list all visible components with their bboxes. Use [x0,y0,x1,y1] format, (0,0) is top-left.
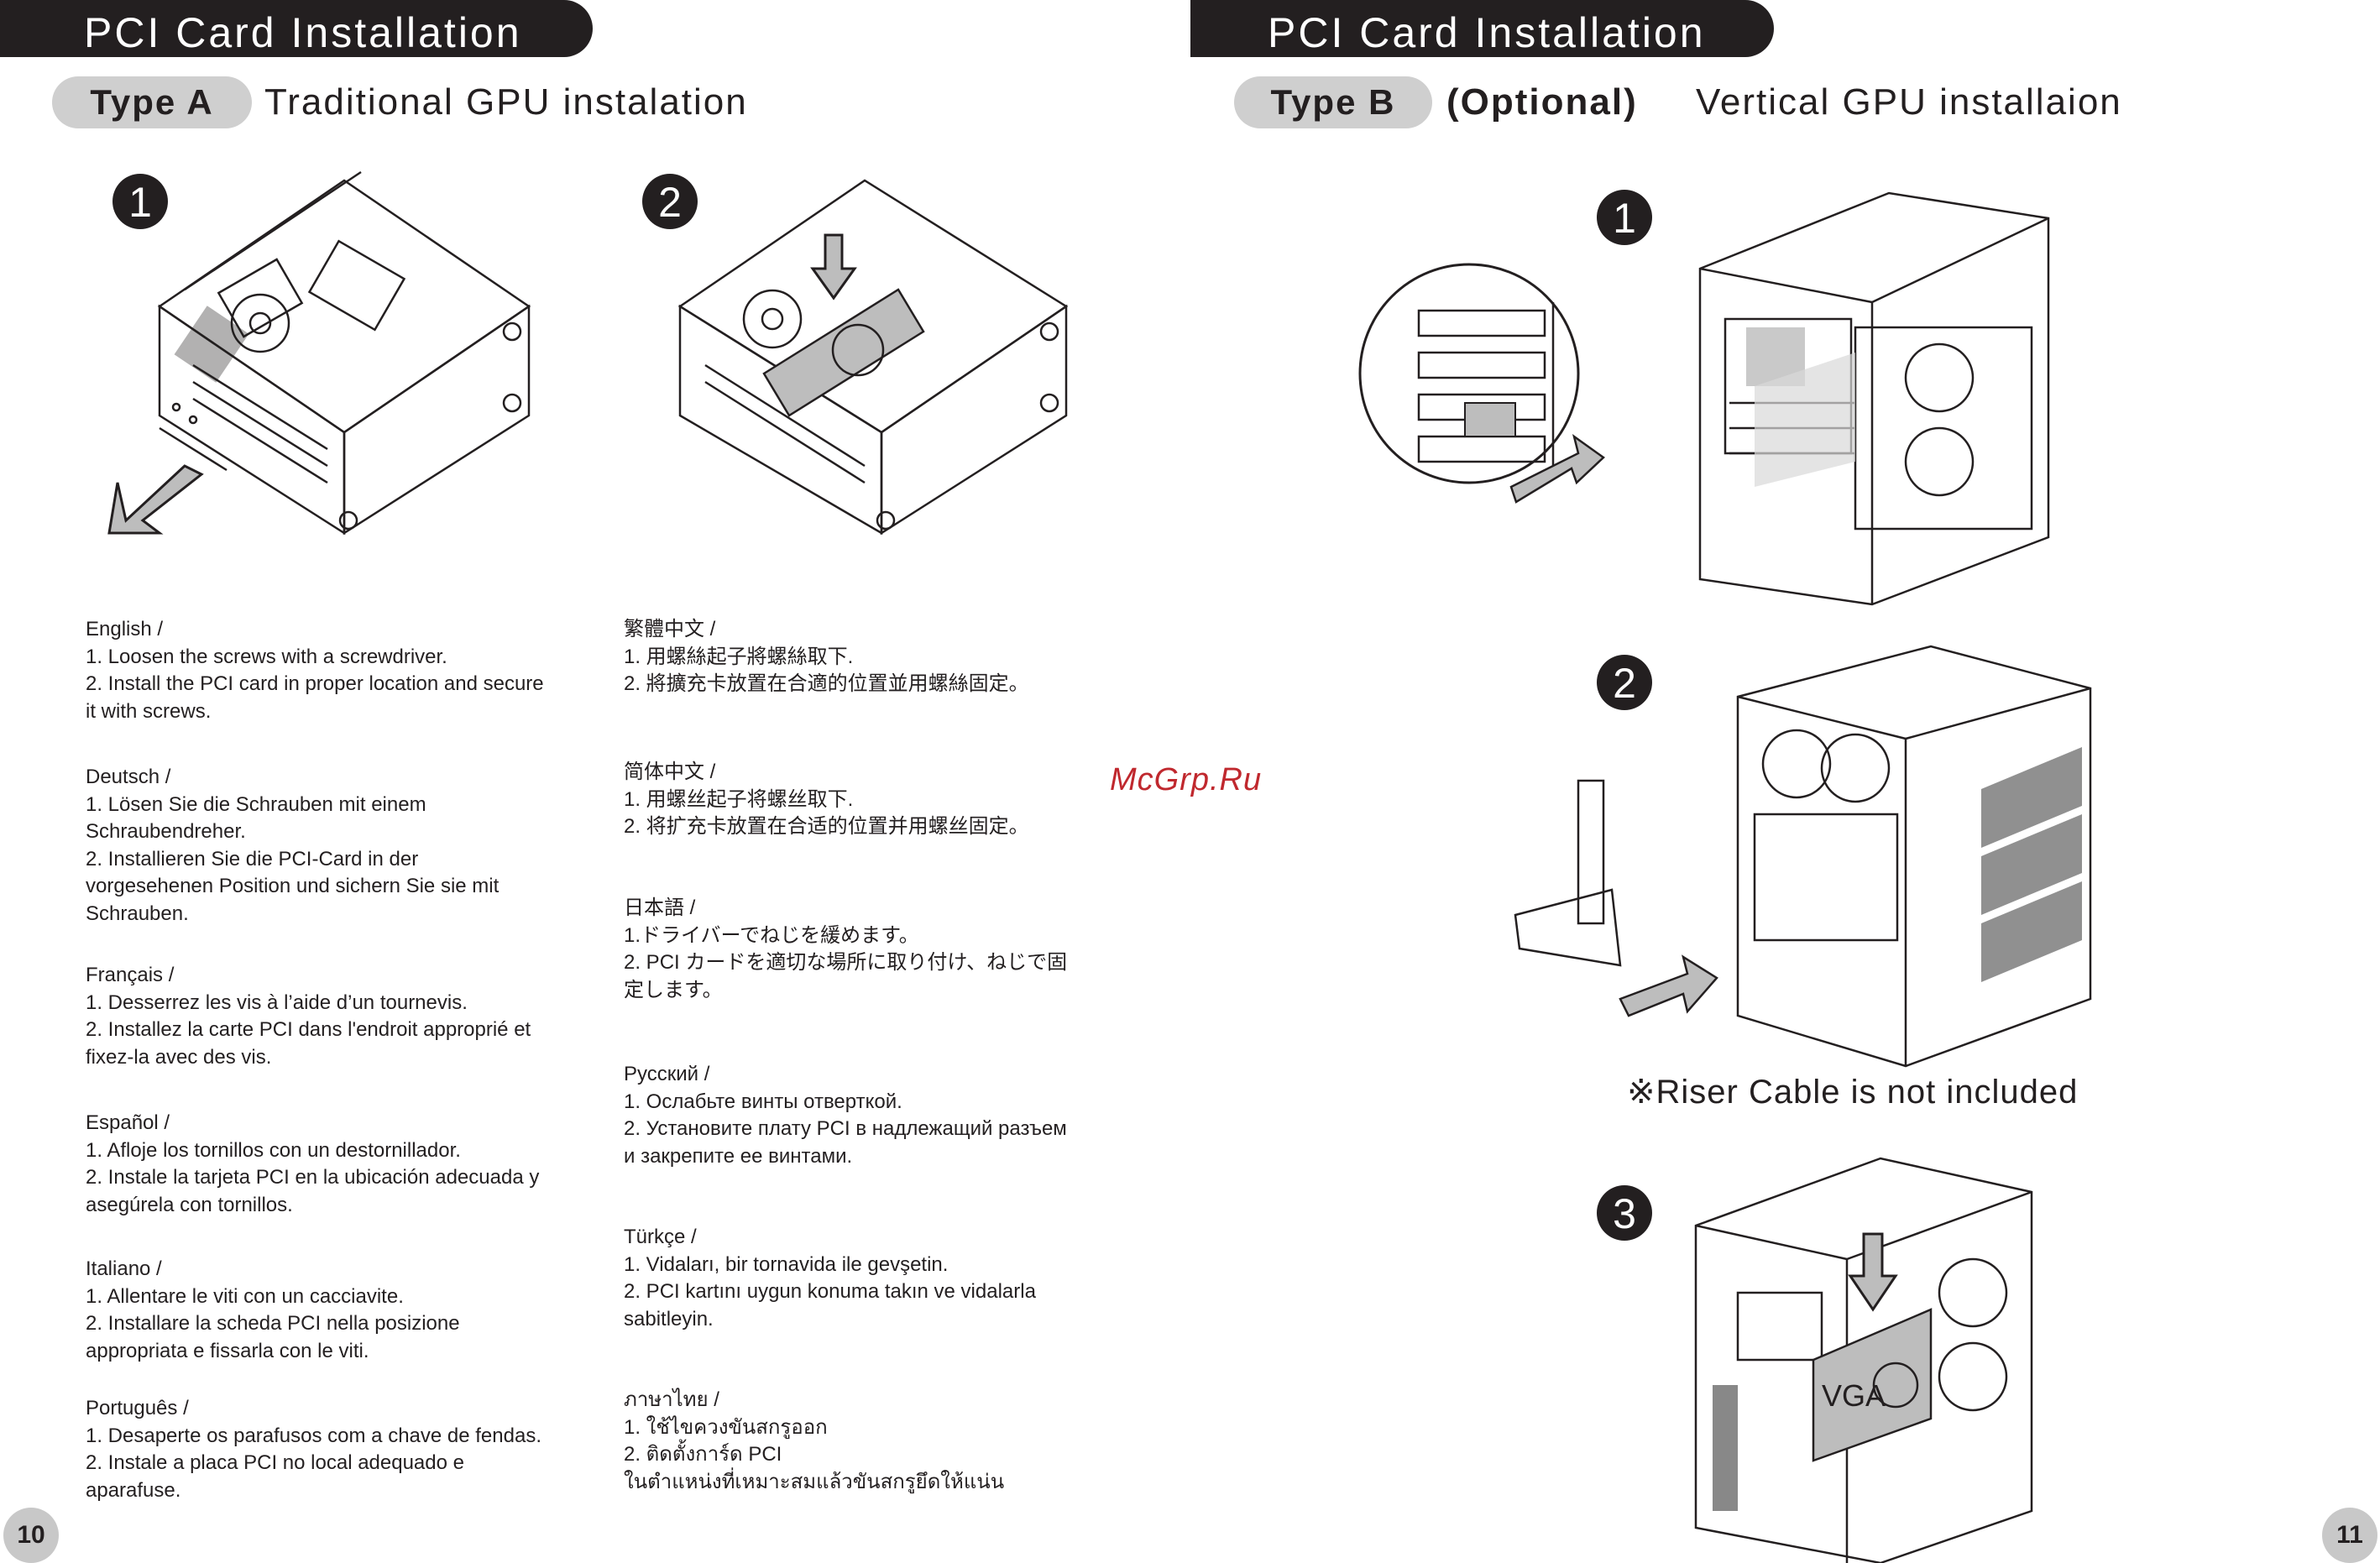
instruction-line: и закрепите ее винтами. [624,1144,853,1168]
instructions-col1-block-francais: Français / 1. Desserrez les vis à l’aide… [86,962,531,1071]
lang-heading: Русский / [624,1063,710,1085]
lang-heading: Français / [86,964,175,986]
instruction-line: 2. Installare la scheda PCI nella posizi… [86,1312,460,1335]
type-b-optional: (Optional) [1446,81,1638,123]
instruction-line: 2. Установите плату PCI в надлежащий раз… [624,1117,1067,1140]
instruction-line: 1. Desaperte os parafusos com a chave de… [86,1424,541,1447]
instructions-col1-block-espanol: Español / 1. Afloje los tornillos con un… [86,1110,539,1219]
instruction-line: 1. Allentare le viti con un cacciavite. [86,1284,404,1308]
instruction-line: 定します。 [624,978,723,1001]
instructions-col2-block-zh-cn: 简体中文 / 1. 用螺丝起子将螺丝取下. 2. 将扩充卡放置在合适的位置并用螺… [624,759,1029,841]
type-b-step-2-number: 2 [1597,655,1652,710]
lang-heading: 繁體中文 / [624,618,716,640]
instruction-line: 1. Desserrez les vis à l’aide d’un tourn… [86,991,468,1014]
instruction-line: vorgesehenen Position und sichern Sie si… [86,875,500,897]
lang-heading: Español / [86,1111,170,1134]
instruction-line: 1. ใช้ไขควงขันสกรูออก [624,1415,828,1439]
type-b-step-1-number: 1 [1597,190,1652,245]
right-page-banner: PCI Card Installation [1190,0,1774,57]
type-a-label: Type A [52,76,252,128]
type-a-title: Traditional GPU instalation [264,81,748,123]
instruction-line: fixez-la avec des vis. [86,1045,272,1069]
instruction-line: 1. Loosen the screws with a screwdriver. [86,645,447,668]
type-b-step-3-illustration: VGA [1694,1157,2033,1563]
instruction-line: 1. Afloje los tornillos con un destornil… [86,1138,461,1162]
lang-heading: Türkçe / [624,1226,697,1248]
vga-card-brand: VGA [1822,1378,1886,1413]
instructions-col1-block-portugues: Português / 1. Desaperte os parafusos co… [86,1395,541,1504]
type-a-step-2-number: 2 [642,174,698,229]
instruction-line: 2. Install the PCI card in proper locati… [86,672,544,695]
instruction-line: 1. 用螺絲起子將螺絲取下. [624,645,854,668]
instructions-col1-block-english: English / 1. Loosen the screws with a sc… [86,616,544,725]
instruction-line: appropriata e fissarla con le viti. [86,1339,369,1362]
instruction-line: Schrauben. [86,902,189,925]
instructions-col1-block-deutsch: Deutsch / 1. Lösen Sie die Schrauben mit… [86,764,499,928]
left-page-banner: PCI Card Installation [0,0,593,57]
riser-cable-note: ※Riser Cable is not included [1627,1074,2079,1111]
instruction-line: asegúrela con tornillos. [86,1193,293,1216]
type-b-step-3-number: 3 [1597,1185,1652,1241]
instructions-col2-block-russian: Русский / 1. Ослабьте винты отверткой. 2… [624,1061,1067,1170]
watermark: McGrp.Ru [1110,762,1263,797]
instruction-line: 1. Lösen Sie die Schrauben mit einem [86,792,426,816]
lang-heading: Italiano / [86,1257,162,1280]
instruction-line: sabitleyin. [624,1307,714,1330]
instruction-line: 2. PCI カードを適切な場所に取り付け、ねじで固 [624,951,1068,974]
instruction-line: 1. 用螺丝起子将螺丝取下. [624,787,854,811]
instruction-line: 2. Instale a placa PCI no local adequado… [86,1451,464,1474]
instruction-line: aparafuse. [86,1478,181,1502]
type-a-step-1-number: 1 [112,174,168,229]
instructions-col2-block-japanese: 日本語 / 1.ドライバーでねじを緩めます。 2. PCI カードを適切な場所に… [624,895,1067,1004]
instructions-col1-block-italiano: Italiano / 1. Allentare le viti con un c… [86,1256,460,1365]
instruction-line: ในตำแหน่งที่เหมาะสมแล้วขันสกรูยึดให้แน่น [624,1470,1005,1493]
instruction-line: 1. Vidaları, bir tornavida ile gevşetin. [624,1252,949,1276]
instruction-line: 2. Instale la tarjeta PCI en la ubicació… [86,1166,540,1189]
lang-heading: ภาษาไทย / [624,1388,719,1411]
instruction-line: 2. Installez la carte PCI dans l'endroit… [86,1018,531,1041]
instructions-col2-block-turkish: Türkçe / 1. Vidaları, bir tornavida ile … [624,1224,1036,1333]
instruction-line: 1. Ослабьте винты отверткой. [624,1090,902,1113]
instruction-line: 2. 將擴充卡放置在合適的位置並用螺絲固定。 [624,672,1029,695]
type-a-step-2-illustration [677,179,1069,536]
lang-heading: 简体中文 / [624,761,716,783]
type-b-step-1-illustration [1358,191,2050,606]
right-page-number: 11 [2322,1508,2377,1563]
instruction-line: 2. PCI kartını uygun konuma takın ve vid… [624,1280,1036,1303]
lang-heading: 日本語 / [624,897,696,919]
lang-heading: English / [86,618,164,640]
type-b-label: Type B [1234,76,1432,128]
type-b-title: Vertical GPU installaion [1696,81,2122,123]
lang-heading: Deutsch / [86,766,171,788]
instruction-line: 2. 将扩充卡放置在合适的位置并用螺丝固定。 [624,815,1029,838]
lang-heading: Português / [86,1397,189,1419]
instruction-line: it with screws. [86,699,212,723]
instructions-col2-block-thai: ภาษาไทย / 1. ใช้ไขควงขันสกรูออก 2. ติดตั… [624,1387,1004,1496]
type-a-step-1-illustration [107,170,531,536]
instruction-line: 2. ติดตั้งการ์ด PCI [624,1443,782,1466]
left-page-number: 10 [3,1508,59,1563]
type-b-step-2-illustration [1514,645,2092,1068]
instruction-line: 2. Installieren Sie die PCI-Card in der [86,847,419,870]
instruction-line: 1.ドライバーでねじを緩めます。 [624,923,919,947]
instructions-col2-block-zh-tw: 繁體中文 / 1. 用螺絲起子將螺絲取下. 2. 將擴充卡放置在合適的位置並用螺… [624,616,1029,698]
instruction-line: Schraubendreher. [86,820,246,843]
